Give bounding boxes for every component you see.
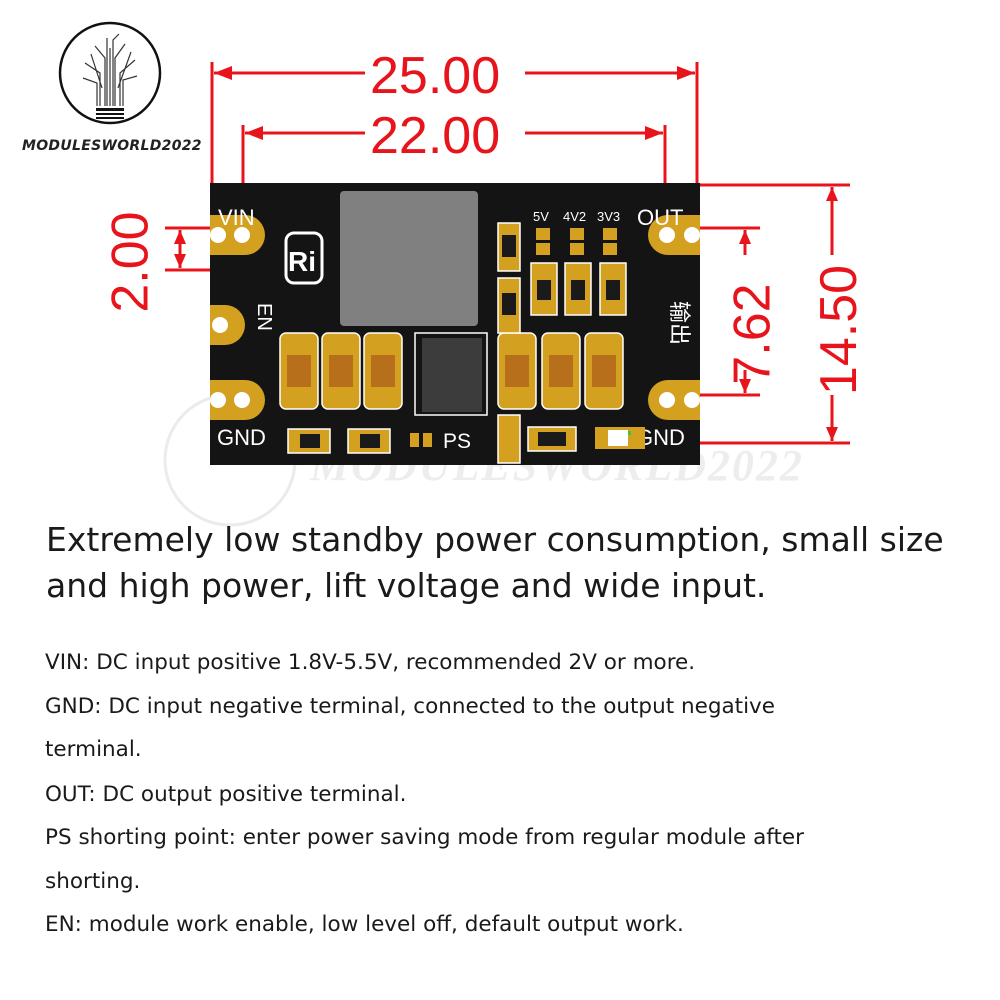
spec-gnd: GND: DC input negative terminal, connect…: [45, 694, 775, 719]
voltage-5v: 5V: [533, 209, 549, 224]
spec-ps-cont: shorting.: [45, 869, 141, 894]
headline-line-2: and high power, lift voltage and wide in…: [46, 566, 767, 605]
pin-label-en: EN: [253, 303, 275, 331]
hole-spacing-width-label: 22.00: [370, 107, 501, 165]
headline-line-1: Extremely low standby power consumption,…: [46, 520, 944, 559]
chip-logo: Ri: [288, 246, 316, 277]
modulesworld-logo: [58, 21, 162, 125]
pin-label-out: OUT: [637, 205, 683, 230]
output-chinese-label: 输出: [667, 301, 692, 345]
inductor: [340, 191, 478, 326]
spec-out: OUT: DC output positive terminal.: [45, 782, 407, 807]
spec-vin: VIN: DC input positive 1.8V-5.5V, recomm…: [45, 650, 696, 675]
overall-height-label: 14.50: [810, 264, 869, 396]
spec-en: EN: module work enable, low level off, d…: [45, 912, 684, 937]
ic-chip: [422, 338, 482, 412]
brand-name: MODULESWORLD2022: [22, 138, 202, 154]
voltage-4v2: 4V2: [563, 209, 586, 224]
pcb-board: VIN EN GND OUT GND PS 5V 4V2 3V3 Ri: [210, 183, 700, 465]
capacitors: [279, 332, 624, 410]
hole-spacing-height-label: 7.62: [723, 283, 782, 385]
pad-height-label: 2.00: [101, 211, 160, 313]
pin-label-gnd-left: GND: [217, 425, 266, 450]
overall-width-label: 25.00: [370, 47, 501, 105]
led: [608, 430, 628, 446]
spec-ps: PS shorting point: enter power saving mo…: [45, 825, 804, 850]
dimension-lines: [165, 62, 850, 445]
voltage-3v3: 3V3: [597, 209, 620, 224]
chip-logo-frame: [284, 231, 324, 285]
ps-label: PS: [443, 430, 471, 453]
pin-label-vin: VIN: [218, 205, 255, 230]
spec-gnd-cont: terminal.: [45, 737, 142, 762]
